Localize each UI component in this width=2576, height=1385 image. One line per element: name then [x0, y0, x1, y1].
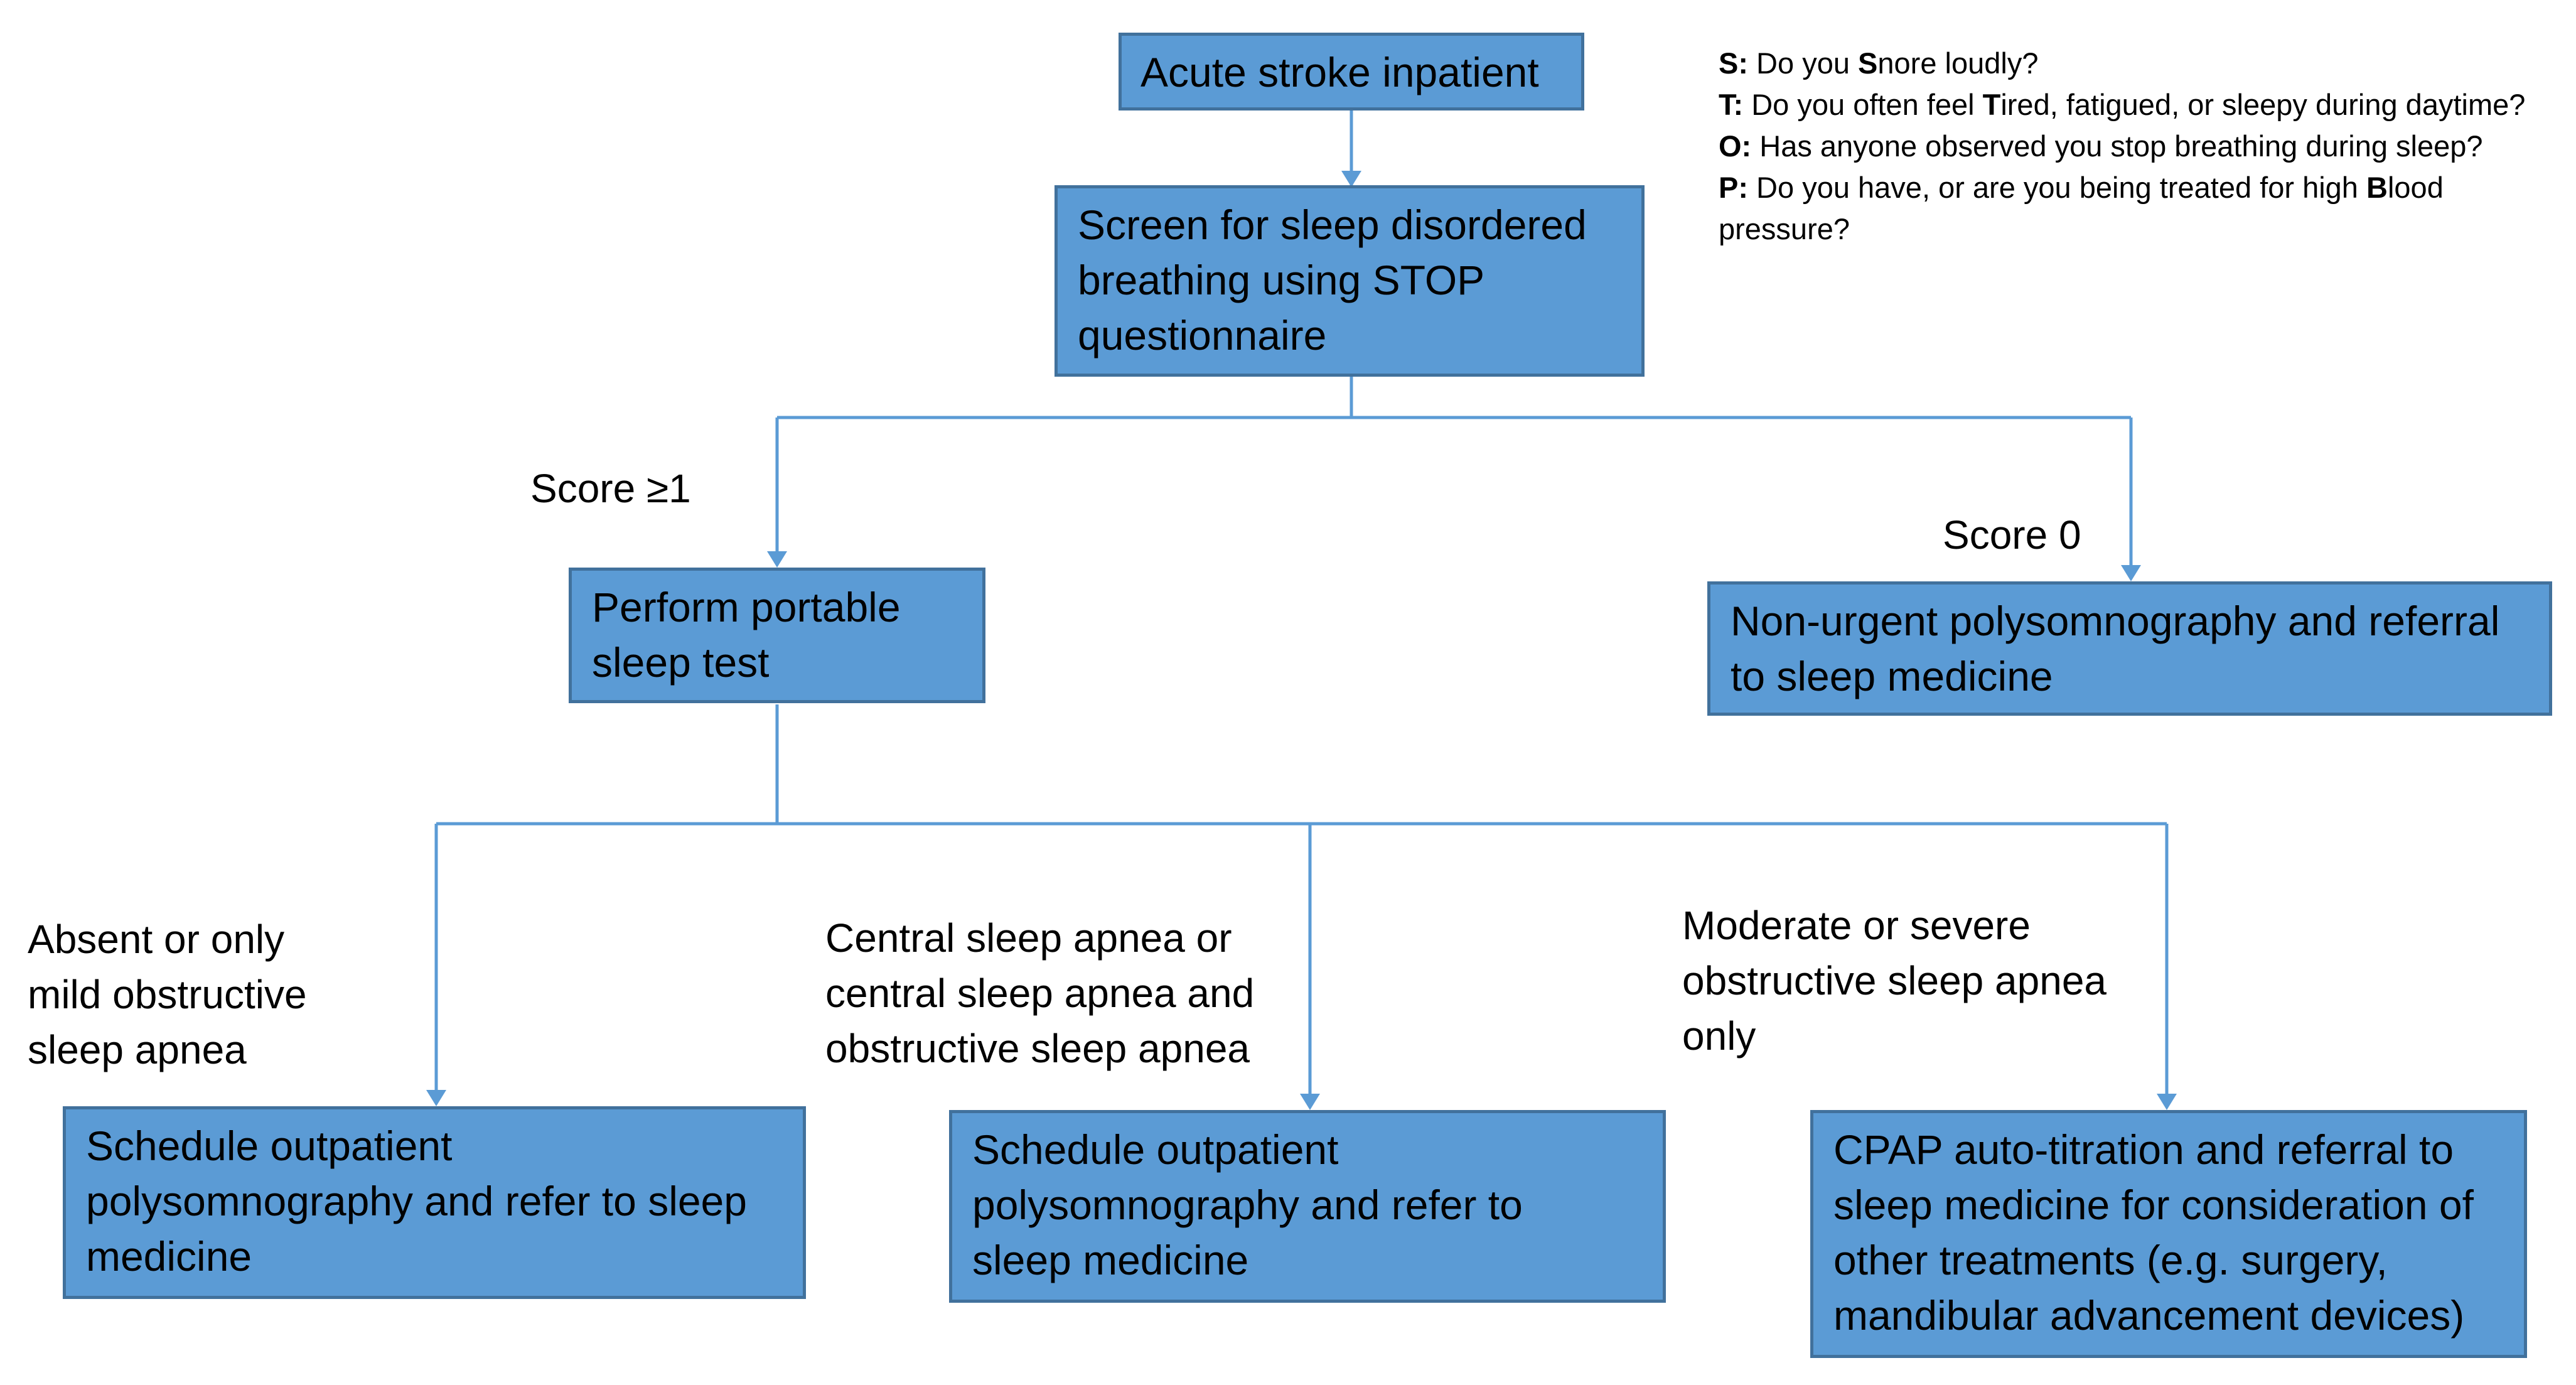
- label-absent-mild-osa: Absent or only mild obstructive sleep ap…: [28, 917, 307, 1072]
- stop-question-text: lood pressure?: [1719, 171, 2444, 245]
- label-central-sleep-apnea: Central sleep apnea or central sleep apn…: [825, 915, 1255, 1071]
- stop-question-key: P:: [1719, 171, 1748, 204]
- stop-question-emphasis: S: [1858, 46, 1878, 80]
- stop-question-t: T: Do you often feel Tired, fatigued, or…: [1719, 84, 2560, 126]
- node-screen-sleep-disordered-breathing: Screen for sleep disordered breathing us…: [1055, 185, 1645, 377]
- arrowhead-outpatient-mid: [1300, 1094, 1320, 1110]
- node-outpatient-polysomnography-middle: Schedule outpatient polysomnography and …: [949, 1110, 1666, 1303]
- stop-question-text: Do you often feel: [1743, 88, 1983, 121]
- stop-question-s: S: Do you Snore loudly?: [1719, 43, 2560, 84]
- arrowhead-outpatient-left: [426, 1090, 446, 1106]
- arrowhead-cpap: [2157, 1094, 2177, 1110]
- arrowhead-nonurgent: [2121, 565, 2141, 581]
- stop-question-text: Do you: [1748, 46, 1859, 80]
- node-non-urgent-polysomnography: Non-urgent polysomnography and referral …: [1707, 581, 2552, 716]
- label-score-0: Score 0: [1943, 512, 2081, 558]
- arrowhead-portable: [767, 551, 787, 568]
- stop-question-emphasis: B: [2366, 171, 2388, 204]
- stop-question-key: O:: [1719, 129, 1752, 163]
- arrowhead-screen: [1341, 171, 1361, 187]
- stop-question-text: ired, fatigued, or sleepy during daytime…: [2000, 88, 2526, 121]
- stop-questionnaire: S: Do you Snore loudly?T: Do you often f…: [1719, 43, 2560, 250]
- stop-question-p: P: Do you have, or are you being treated…: [1719, 167, 2560, 250]
- stop-question-emphasis: T: [1982, 88, 2001, 121]
- stop-question-text: Has anyone observed you stop breathing d…: [1751, 129, 2483, 163]
- node-outpatient-polysomnography-left: Schedule outpatient polysomnography and …: [63, 1106, 806, 1299]
- stop-question-text: Do you have, or are you being treated fo…: [1748, 171, 2367, 204]
- node-acute-stroke-inpatient: Acute stroke inpatient: [1119, 33, 1584, 110]
- node-cpap-auto-titration: CPAP auto-titration and referral to slee…: [1810, 1110, 2527, 1358]
- label-score-ge1: Score ≥1: [530, 466, 691, 511]
- stop-question-text: nore loudly?: [1877, 46, 2039, 80]
- label-moderate-severe-osa: Moderate or severe obstructive sleep apn…: [1682, 903, 2106, 1059]
- stop-question-key: T:: [1719, 88, 1744, 121]
- stop-question-o: O: Has anyone observed you stop breathin…: [1719, 126, 2560, 167]
- node-perform-portable-sleep-test: Perform portable sleep test: [569, 568, 985, 703]
- stop-question-key: S:: [1719, 46, 1748, 80]
